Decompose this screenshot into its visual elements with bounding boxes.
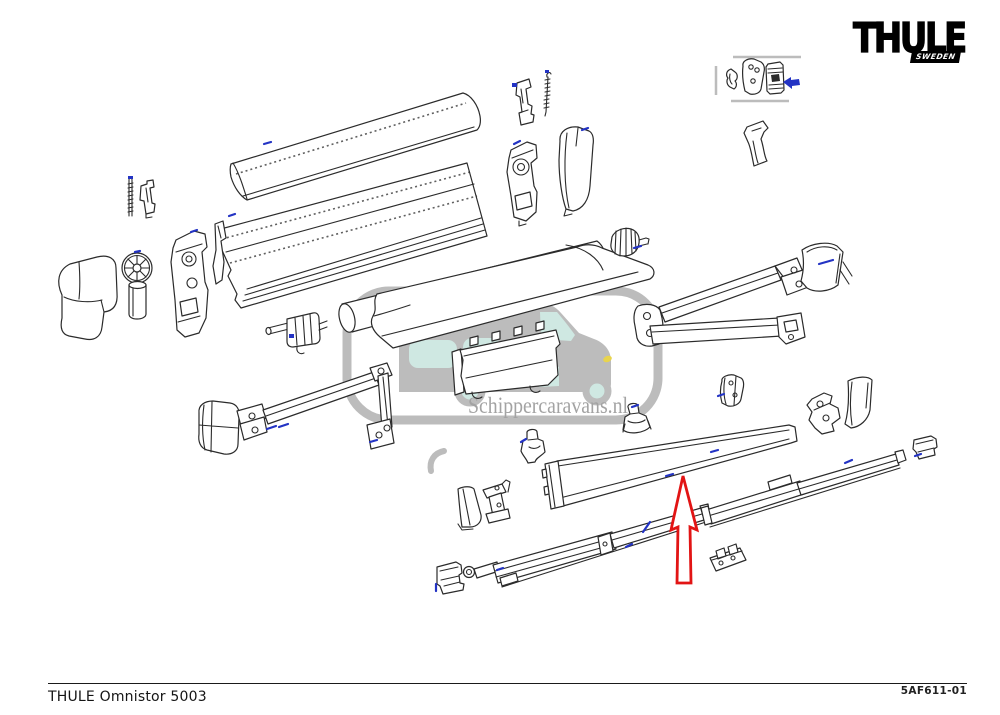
part-spring-rod-left <box>127 177 134 217</box>
blue-arrow-icon <box>783 77 800 89</box>
part-rail-clip-right <box>912 435 938 460</box>
part-fabric-clamp-left <box>520 428 546 464</box>
footer-divider <box>48 683 967 684</box>
part-cover-cap-left <box>58 255 118 341</box>
part-bracket-top-right <box>743 120 769 167</box>
part-roller-knob <box>610 227 650 257</box>
brand-country-badge: SWEDEN <box>909 51 962 63</box>
part-bracket-left-small <box>139 179 156 219</box>
registered-mark: ® <box>951 21 960 31</box>
blue-markers <box>128 70 923 593</box>
part-end-cap-right <box>558 126 594 217</box>
part-tension-spring <box>543 72 552 117</box>
part-gear-mechanism <box>506 141 538 227</box>
part-awning-fabric <box>370 244 655 349</box>
watermark-corner-arc <box>427 448 447 474</box>
part-rail-clip-left <box>436 561 465 595</box>
part-foot-bracket <box>709 543 747 572</box>
part-arm-cover-right-end <box>844 376 873 429</box>
part-support-arm-right <box>633 242 853 347</box>
part-slider-rail-right <box>700 449 907 528</box>
van-headlight <box>603 355 612 363</box>
part-elbow-joint-right-end <box>806 392 841 435</box>
part-roller-spool <box>121 252 153 320</box>
red-arrow-icon <box>669 475 700 585</box>
part-wall-bracket <box>482 479 511 524</box>
part-mounting-bracket-rail <box>451 320 561 399</box>
part-gearbox-bracket-left <box>170 230 209 338</box>
watermark-text: Schippercaravans.nl <box>468 393 628 418</box>
thule-logo: THULE ® SWEDEN <box>852 17 978 67</box>
part-wedge-cover <box>457 486 482 531</box>
part-elbow-cover-right <box>800 242 844 292</box>
drawing-code: 5AF611-01 <box>900 685 967 697</box>
mounting-kit-box <box>714 55 801 103</box>
part-lead-rail <box>541 424 798 510</box>
model-title: THULE Omnistor 5003 <box>48 689 207 705</box>
van-front-wheel <box>582 376 612 406</box>
part-hanger-bracket <box>515 78 535 126</box>
part-clamp-bracket <box>719 374 745 407</box>
part-fabric-clamp-right <box>622 402 652 434</box>
part-edge-bracket-left <box>212 220 227 285</box>
part-case-profile <box>216 162 488 309</box>
part-fabric-spindle <box>265 312 328 355</box>
part-case-lid-profile <box>229 92 481 201</box>
